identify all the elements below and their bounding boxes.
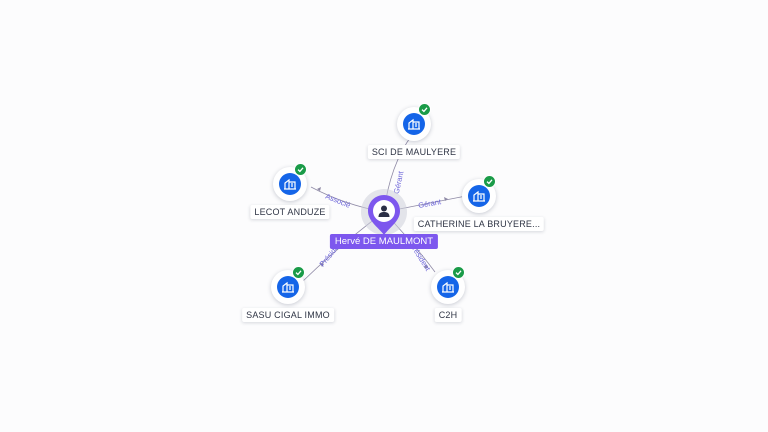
company-label: CATHERINE LA BRUYERE... xyxy=(413,217,545,231)
verified-check-icon xyxy=(483,175,496,188)
person-icon xyxy=(368,195,400,235)
verified-check-icon xyxy=(294,163,307,176)
edge-label-catherine: Gérant xyxy=(417,197,442,210)
company-label: SCI DE MAULYERE xyxy=(367,145,461,159)
verified-check-icon xyxy=(418,103,431,116)
company-label: C2H xyxy=(434,308,462,322)
company-label: SASU CIGAL IMMO xyxy=(242,308,334,322)
company-label: LECOT ANDUZE xyxy=(250,205,330,219)
person-name-label: Hervé DE MAULMONT xyxy=(329,234,439,249)
verified-check-icon xyxy=(452,266,465,279)
verified-check-icon xyxy=(292,266,305,279)
company-building-icon xyxy=(397,107,431,141)
